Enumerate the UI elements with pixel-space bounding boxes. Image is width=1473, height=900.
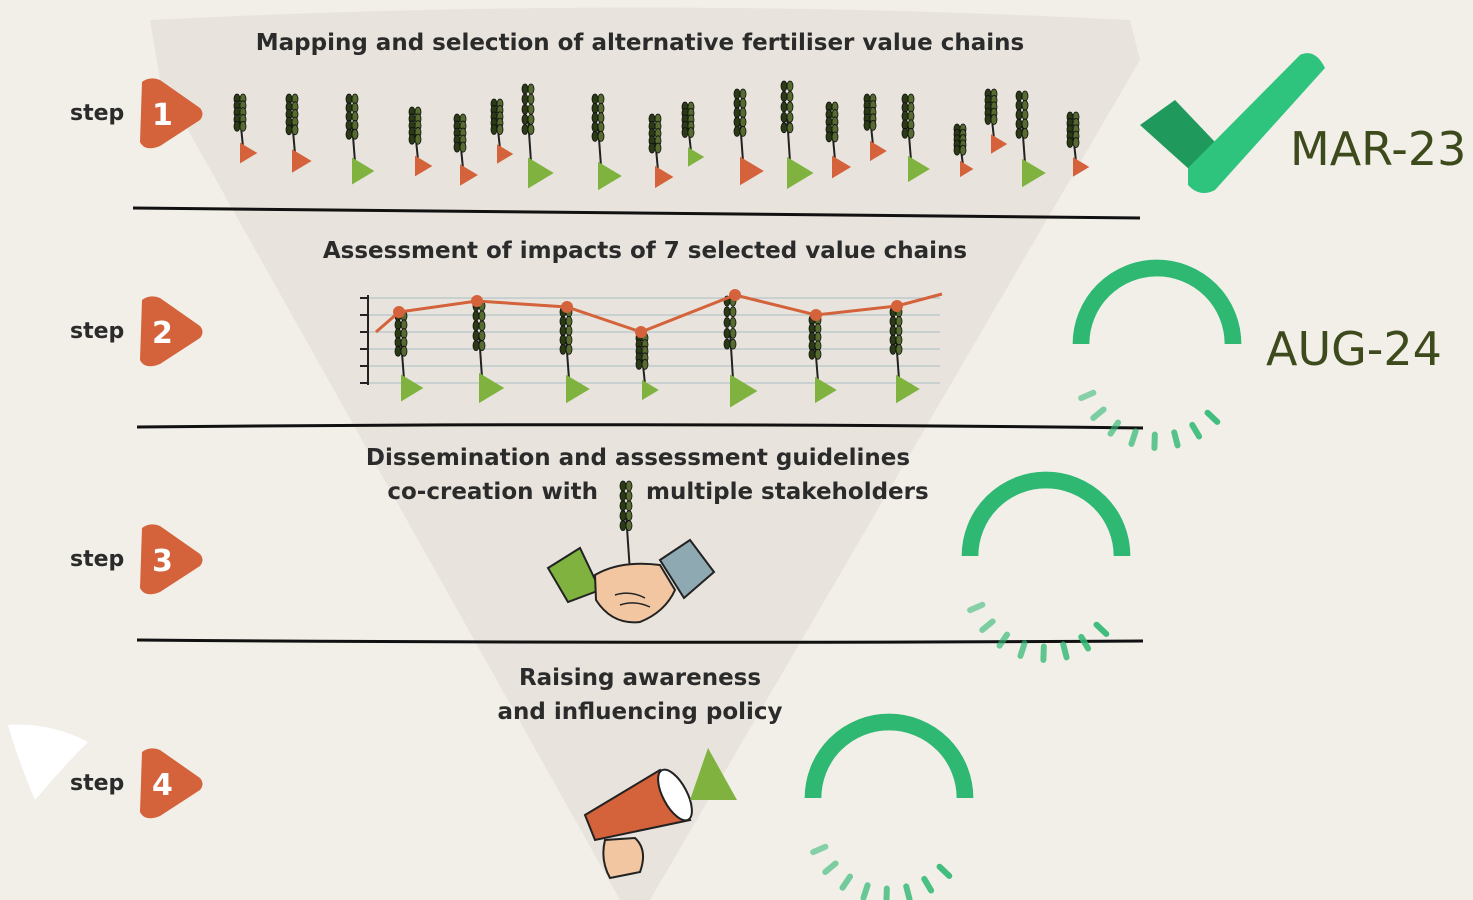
wheat-stalk (619, 480, 633, 573)
step-4-label: step 4 (70, 748, 203, 819)
step-4-title-line-2: and influencing policy (497, 699, 782, 725)
wheat-stalk (681, 101, 705, 167)
wheat-stalk (472, 300, 505, 404)
step-4-title-line-1: Raising awareness (519, 665, 761, 691)
wheat-stalk (233, 93, 258, 164)
progress-spinner-icon (804, 713, 974, 900)
wheat-stalk (635, 332, 659, 401)
wheat-stalk (1015, 90, 1046, 188)
step-1-date: MAR-23 (1290, 122, 1466, 176)
wheat-stalk (863, 93, 887, 162)
wheat-stalk (345, 93, 375, 185)
step-badge (140, 78, 203, 149)
decorative-triangle (8, 724, 88, 800)
wheat-stalk (825, 101, 852, 179)
divider-1 (132, 206, 1141, 220)
step-1-label: step 1 (70, 78, 203, 149)
wheat-stalk (285, 93, 312, 173)
divider-3 (136, 638, 1144, 644)
step-1-title: Mapping and selection of alternative fer… (256, 30, 1025, 56)
step-2-date: AUG-24 (1266, 322, 1442, 376)
checkmark-icon (1140, 53, 1325, 194)
wheat-stalk (901, 93, 930, 183)
megaphone-icon (583, 748, 737, 880)
wheat-stalk (1066, 111, 1090, 177)
wheat-stalk (394, 310, 424, 402)
wheat-stalk (733, 88, 764, 186)
step-number: 1 (152, 98, 173, 133)
divider-2 (136, 423, 1144, 430)
step-badge (140, 296, 203, 367)
progress-spinner-icon (961, 471, 1131, 663)
funnel-shape (150, 7, 1140, 900)
step-word: step (70, 771, 124, 796)
wheat-stalk (521, 83, 554, 189)
step-2-title: Assessment of impacts of 7 selected valu… (323, 238, 967, 264)
wheat-stalk (953, 123, 974, 178)
step-3-title-line-2: co-creation with (387, 479, 598, 505)
wheat-line-chart-icon (360, 289, 943, 408)
wheat-stalk (648, 113, 674, 189)
step-badge (140, 524, 203, 595)
step-word: step (70, 101, 124, 126)
wheat-stalk (984, 88, 1008, 154)
step-3-label: step 3 (70, 524, 203, 595)
wheat-seedlings-icon (233, 80, 1090, 191)
wheat-stalk (408, 106, 433, 177)
step-3-title-line-1: Dissemination and assessment guidelines (366, 445, 910, 471)
step-2-label: step 2 (70, 296, 203, 367)
step-3-title-line-3: multiple stakeholders (646, 479, 929, 505)
step-number: 2 (152, 316, 173, 351)
step-number: 3 (152, 544, 173, 579)
step-number: 4 (152, 768, 173, 803)
step-word: step (70, 547, 124, 572)
handshake-wheat-icon (546, 480, 716, 624)
step-badge (140, 748, 203, 819)
step-word: step (70, 319, 124, 344)
wheat-stalk (453, 113, 478, 186)
wheat-stalk (490, 98, 514, 164)
wheat-stalk (591, 93, 622, 191)
wheat-stalk (780, 80, 814, 189)
wheat-stalk (808, 314, 837, 404)
progress-spinner-icon (1072, 259, 1242, 451)
